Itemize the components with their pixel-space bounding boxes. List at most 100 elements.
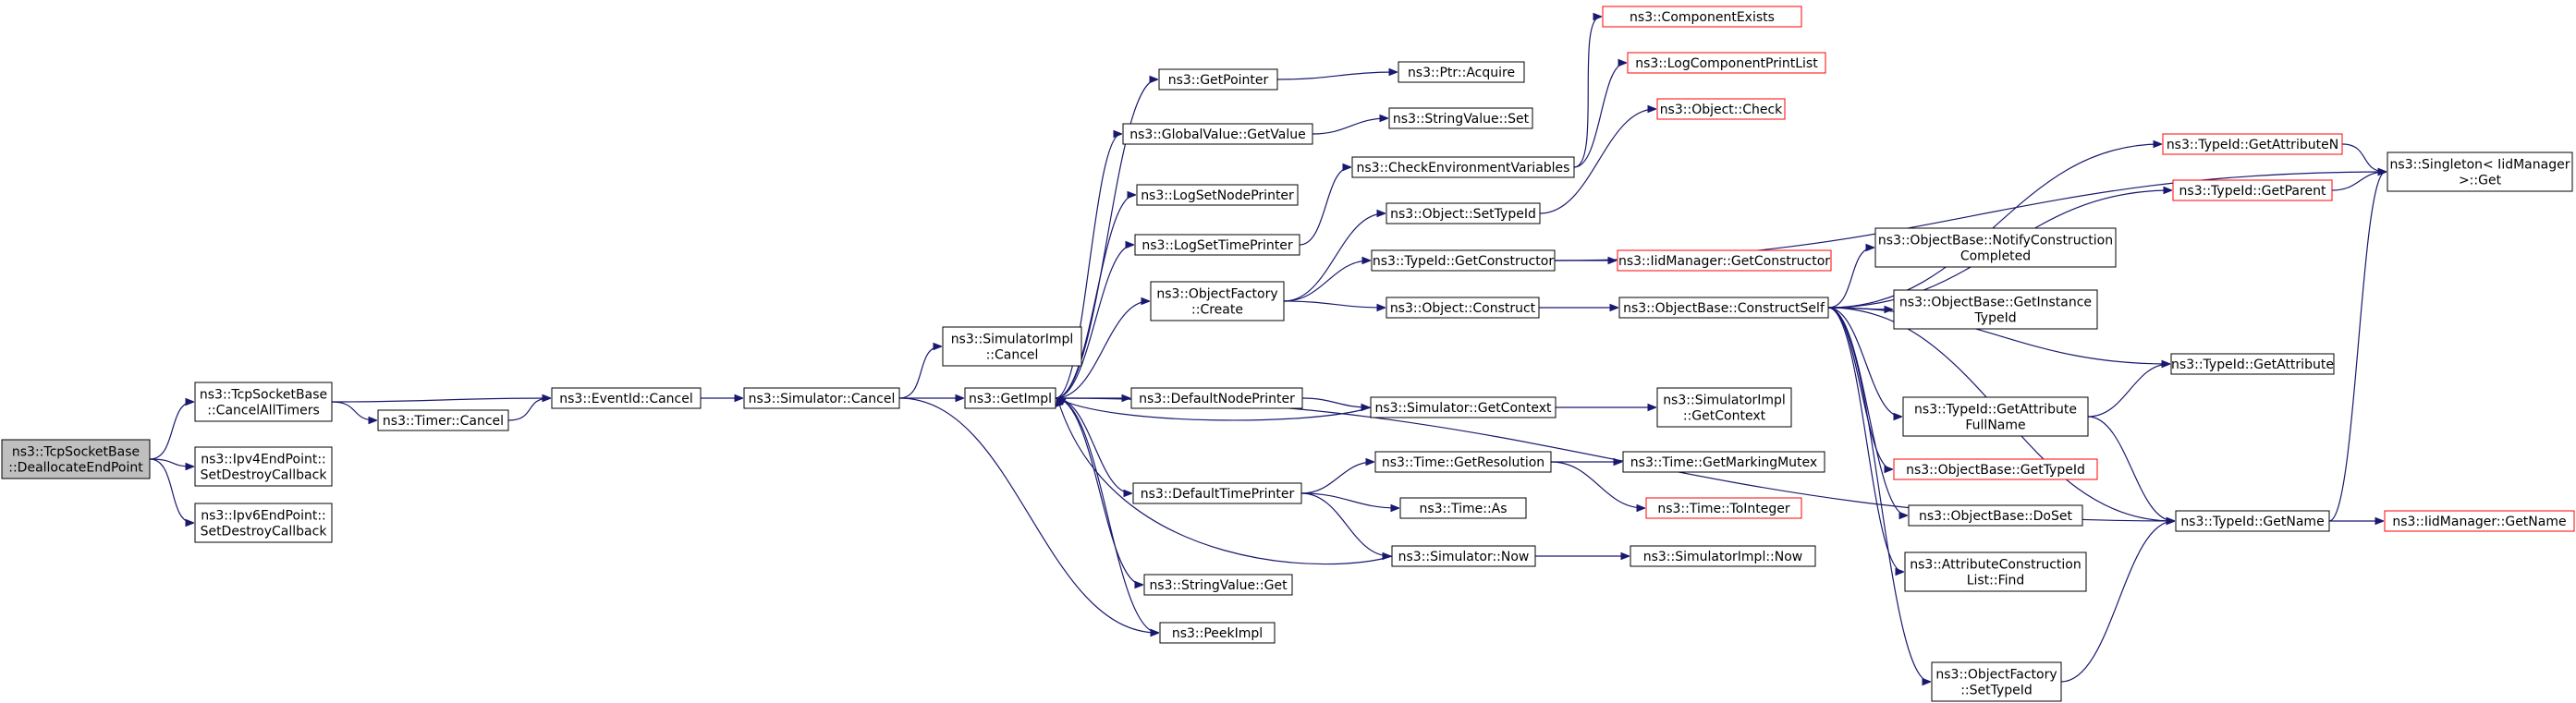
node-compexists[interactable]: ns3::ComponentExists (1602, 6, 1802, 28)
node-defnode[interactable]: ns3::DefaultNodePrinter (1130, 387, 1303, 409)
node-simimplnow[interactable]: ns3::SimulatorImpl::Now (1630, 545, 1816, 567)
edge-objfactcreate-to-objconstruct (1283, 300, 1385, 308)
node-deftime[interactable]: ns3::DefaultTimePrinter (1132, 482, 1302, 504)
node-ipv6cb[interactable]: ns3::Ipv6EndPoint::SetDestroyCallback (194, 503, 333, 543)
node-label-ipv4cb-1: SetDestroyCallback (201, 468, 328, 483)
node-objfactcreate[interactable]: ns3::ObjectFactory::Create (1150, 281, 1285, 321)
node-singleton[interactable]: ns3::Singleton< IidManager >::Get (2387, 152, 2573, 192)
edge-constructself-to-objfactsettypeid (1827, 307, 1930, 682)
node-box-timegetres (1374, 451, 1552, 473)
node-box-checkenv (1351, 156, 1575, 178)
edge-objsettypeid-to-objcheck (1539, 109, 1655, 214)
edge-defnode-to-simgetctx (1301, 397, 1369, 407)
node-objcheck[interactable]: ns3::Object::Check (1656, 98, 1786, 120)
node-label-timetoint-0: ns3::Time::ToInteger (1657, 502, 1790, 516)
edge-getimpl-to-lognode (1055, 195, 1135, 399)
node-typeidgetattr[interactable]: ns3::TypeId::GetAttribute (2170, 353, 2335, 375)
node-label-logtime-0: ns3::LogSetTimePrinter (1141, 238, 1293, 253)
edge-root-to-ipv4cb (149, 458, 193, 467)
node-objsettypeid[interactable]: ns3::Object::SetTypeId (1386, 202, 1541, 224)
node-simcancel[interactable]: ns3::Simulator::Cancel (743, 387, 900, 409)
node-typeidgetattrn[interactable]: ns3::TypeId::GetAttributeN (2162, 133, 2343, 155)
edge-getimpl-to-strget (1055, 397, 1142, 585)
node-box-objsettypeid (1386, 202, 1541, 224)
node-getimpl[interactable]: ns3::GetImpl (964, 387, 1056, 409)
node-label-logprintlist-0: ns3::LogComponentPrintList (1635, 56, 1818, 71)
node-box-typeidgetattr (2170, 353, 2335, 375)
node-simimplcancel[interactable]: ns3::SimulatorImpl::Cancel (942, 326, 1082, 367)
edge-deftime-to-timegetres (1300, 462, 1373, 494)
node-typeidgetctor[interactable]: ns3::TypeId::GetConstructor (1371, 249, 1556, 272)
node-label-timeas-0: ns3::Time::As (1419, 502, 1507, 516)
node-constructself[interactable]: ns3::ObjectBase::ConstructSelf (1618, 297, 1829, 319)
node-box-timetoint (1645, 497, 1802, 519)
node-timetoint[interactable]: ns3::Time::ToInteger (1645, 497, 1802, 519)
node-iidgetctor[interactable]: ns3::IidManager::GetConstructor (1617, 249, 1832, 272)
node-objbasedoset[interactable]: ns3::ObjectBase::DoSet (1908, 504, 2083, 527)
node-timemutex[interactable]: ns3::Time::GetMarkingMutex (1622, 451, 1825, 473)
node-label-getpointer-0: ns3::GetPointer (1168, 73, 1269, 88)
node-simimplgetctx[interactable]: ns3::SimulatorImpl::GetContext (1656, 387, 1792, 428)
node-label-getimpl-0: ns3::GetImpl (969, 392, 1052, 406)
node-label-simimplcancel-1: ::Cancel (986, 348, 1039, 363)
node-label-strget-0: ns3::StringValue::Get (1149, 578, 1288, 593)
edge-simcancel-to-simimplcancel (898, 346, 941, 399)
node-logprintlist[interactable]: ns3::LogComponentPrintList (1627, 52, 1826, 74)
edge-logtime-to-checkenv (1299, 167, 1350, 246)
node-box-strget (1143, 574, 1293, 596)
node-box-attrlistfind (1904, 551, 2087, 592)
node-cancelall[interactable]: ns3::TcpSocketBase::CancelAllTimers (194, 382, 333, 422)
edge-typeidgetparent-to-singleton (2331, 172, 2386, 191)
node-objconstruct[interactable]: ns3::Object::Construct (1386, 297, 1540, 319)
edge-objfactsettypeid-to-typeidgetname (2060, 521, 2174, 683)
node-box-constructself (1618, 297, 1829, 319)
node-timegetres[interactable]: ns3::Time::GetResolution (1374, 451, 1552, 473)
node-ptracquire[interactable]: ns3::Ptr::Acquire (1398, 61, 1525, 83)
node-label-simimplcancel-0: ns3::SimulatorImpl (951, 333, 1074, 347)
node-label-peekimpl-0: ns3::PeekImpl (1172, 626, 1263, 641)
node-strset[interactable]: ns3::StringValue::Set (1388, 107, 1533, 129)
node-box-typeidgetname (2175, 510, 2330, 532)
node-box-objcheck (1656, 98, 1786, 120)
node-box-lognode (1136, 184, 1299, 206)
node-iidgetname[interactable]: ns3::IidManager::GetName (2384, 510, 2575, 532)
node-timercancel[interactable]: ns3::Timer::Cancel (377, 409, 509, 431)
edge-constructself-to-typeidgetattrfull (1827, 307, 1901, 417)
edge-constructself-to-typeidgetattr (1827, 307, 2169, 364)
node-notifyconstr[interactable]: ns3::ObjectBase::NotifyConstructionCompl… (1874, 227, 2117, 268)
node-label-cancelall-0: ns3::TcpSocketBase (200, 388, 327, 403)
edge-deftime-to-simnow (1300, 492, 1390, 556)
node-label-getinsttypeid-1: TypeId (1973, 311, 2016, 326)
node-box-objbasegettypeid (1893, 458, 2098, 480)
node-logtime[interactable]: ns3::LogSetTimePrinter (1134, 234, 1300, 256)
node-label-checkenv-0: ns3::CheckEnvironmentVariables (1357, 161, 1570, 176)
node-objbasegettypeid[interactable]: ns3::ObjectBase::GetTypeId (1893, 458, 2098, 480)
node-label-typeidgetattr-0: ns3::TypeId::GetAttribute (2171, 358, 2334, 372)
node-timeas[interactable]: ns3::Time::As (1399, 497, 1527, 519)
node-label-compexists-0: ns3::ComponentExists (1630, 10, 1775, 25)
node-lognode[interactable]: ns3::LogSetNodePrinter (1136, 184, 1299, 206)
node-simgetctx[interactable]: ns3::Simulator::GetContext (1370, 396, 1557, 418)
edge-constructself-to-attrlistfind (1827, 307, 1903, 572)
node-strget[interactable]: ns3::StringValue::Get (1143, 574, 1293, 596)
node-box-strset (1388, 107, 1533, 129)
node-box-typeidgetattrfull (1902, 396, 2089, 437)
node-objfactsettypeid[interactable]: ns3::ObjectFactory::SetTypeId (1931, 661, 2062, 702)
node-peekimpl[interactable]: ns3::PeekImpl (1159, 622, 1276, 644)
edge-typeidgetattrfull-to-typeidgetname (2087, 416, 2174, 521)
node-globalvalue[interactable]: ns3::GlobalValue::GetValue (1122, 123, 1313, 145)
node-typeidgetname[interactable]: ns3::TypeId::GetName (2175, 510, 2330, 532)
node-ipv4cb[interactable]: ns3::Ipv4EndPoint::SetDestroyCallback (194, 446, 333, 487)
node-label-objfactcreate-1: ::Create (1191, 303, 1243, 318)
node-getpointer[interactable]: ns3::GetPointer (1158, 68, 1278, 91)
node-checkenv[interactable]: ns3::CheckEnvironmentVariables (1351, 156, 1575, 178)
node-typeidgetparent[interactable]: ns3::TypeId::GetParent (2172, 179, 2333, 201)
edge-cancelall-to-eventcancel (331, 398, 550, 403)
node-box-objbasedoset (1908, 504, 2083, 527)
node-simnow[interactable]: ns3::Simulator::Now (1391, 545, 1536, 567)
node-eventcancel[interactable]: ns3::EventId::Cancel (551, 387, 702, 409)
